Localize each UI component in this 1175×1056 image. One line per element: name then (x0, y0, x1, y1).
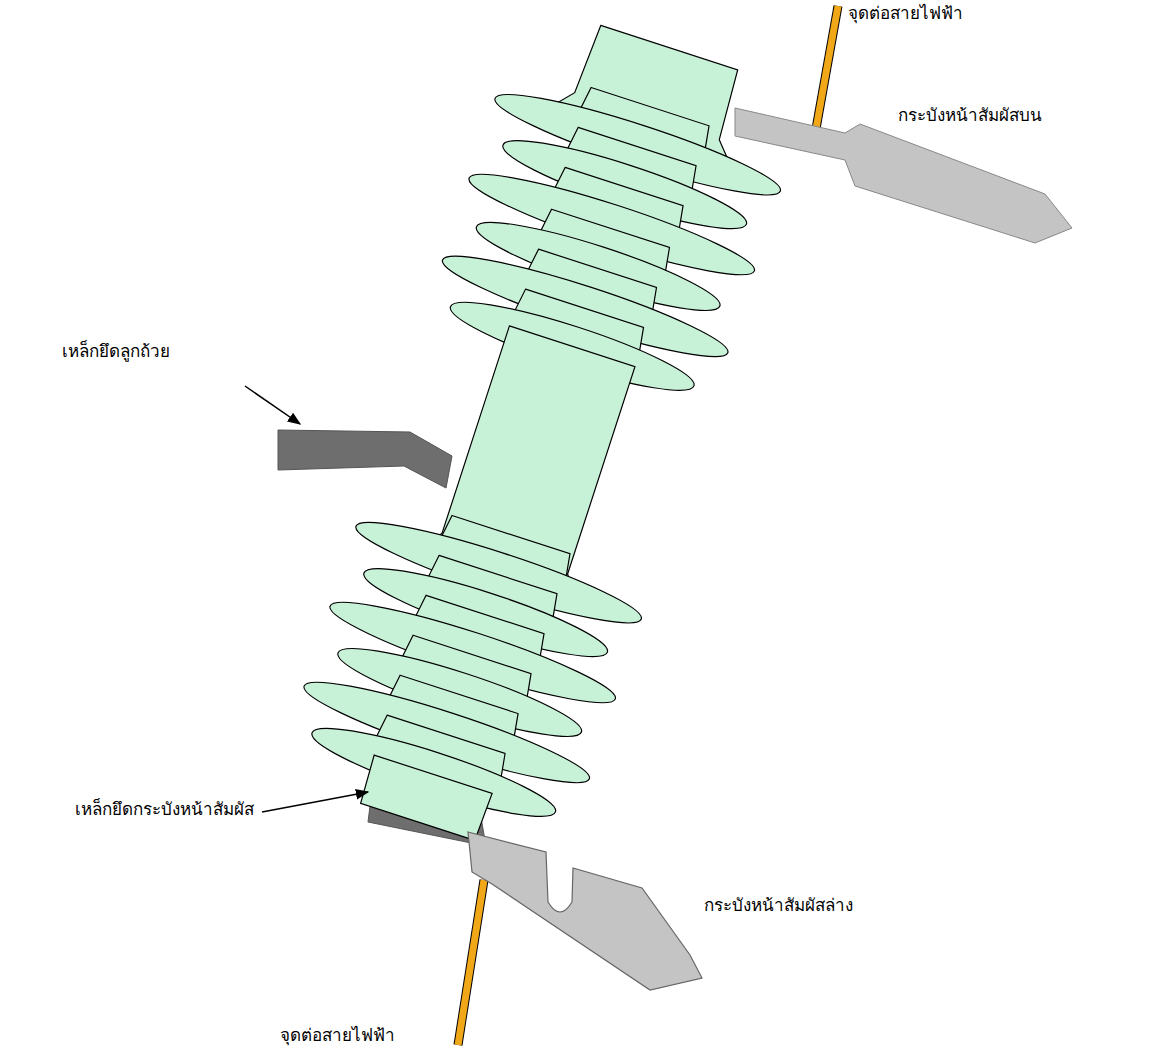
upper-contact (735, 108, 1072, 243)
leader-arrow (262, 792, 368, 812)
terminal-rod-outline (458, 880, 484, 1045)
terminal-label: จุดต่อสายไฟฟ้า (846, 2, 965, 24)
part-label: กระบังหน้าสัมผัสบน (896, 104, 1044, 126)
part-label: เหล็กยึดกระบังหน้าสัมผัส (73, 798, 256, 820)
terminal-rod (458, 880, 484, 1045)
lower-contact (468, 832, 702, 990)
terminal-rod-outline (814, 6, 838, 140)
part-label: กระบังหน้าสัมผัสล่าง (702, 894, 855, 916)
part-label: เหล็กยึดลูกถ้วย (60, 340, 172, 362)
insulator-cap (359, 755, 492, 841)
insulator-bracket (278, 430, 452, 488)
insulator-body (275, 1, 812, 868)
terminal-rod (814, 6, 838, 140)
leader-arrow (245, 386, 300, 424)
terminal-label: จุดต่อสายไฟฟ้า (278, 1024, 397, 1046)
